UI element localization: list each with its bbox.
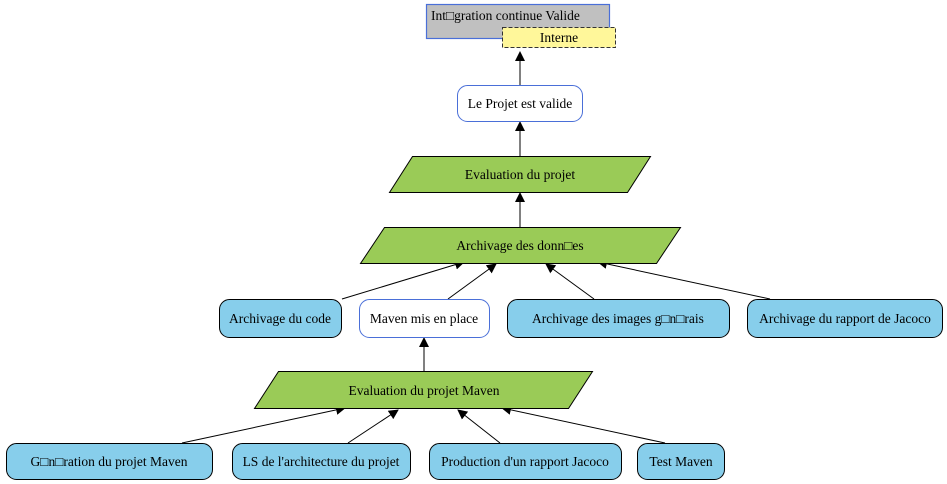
edge-ls-to-evaluation-maven: [347, 409, 399, 444]
node-production-jacoco: Production d'un rapport Jacoco: [429, 443, 622, 480]
node-test-maven: Test Maven: [637, 443, 725, 480]
node-evaluation-projet-label: Evaluation du projet: [465, 167, 575, 182]
node-projet-valide: Le Projet est valide: [457, 85, 583, 122]
node-test-maven-shape: [637, 443, 725, 480]
node-test-maven-label: Test Maven: [649, 454, 712, 469]
node-evaluation-maven-shape: [253, 371, 594, 409]
node-evaluation-projet-shape: [388, 156, 652, 193]
node-ls-architecture-label: LS de l'architecture du projet: [243, 454, 400, 469]
title-box-label: Int□gration continue Valide: [431, 8, 580, 23]
node-production-jacoco-shape: [429, 443, 622, 480]
node-generation-maven: G□n□ration du projet Maven: [6, 443, 213, 480]
node-archivage-donnees: Archivage des donn□es: [359, 227, 682, 264]
edge-production-to-evaluation-maven: [457, 409, 501, 444]
node-evaluation-projet: Evaluation du projet: [388, 156, 652, 193]
edge-images-to-archivage-donnees: [545, 263, 595, 300]
node-maven-en-place-label: Maven mis en place: [370, 311, 478, 326]
tag-box-label: Interne: [540, 30, 578, 45]
node-evaluation-maven-label: Evaluation du projet Maven: [348, 383, 499, 398]
node-archivage-images: Archivage des images g□n□rais: [507, 299, 730, 338]
node-archivage-code-shape: [219, 299, 342, 338]
node-projet-valide-label: Le Projet est valide: [468, 96, 573, 111]
node-archivage-images-shape: [507, 299, 730, 338]
node-projet-valide-shape: [457, 85, 583, 122]
node-archivage-images-label: Archivage des images g□n□rais: [532, 311, 704, 326]
node-archivage-code-label: Archivage du code: [229, 311, 331, 326]
node-generation-maven-shape: [6, 443, 213, 480]
node-archivage-jacoco-shape: [747, 299, 943, 338]
node-ls-architecture-shape: [232, 443, 411, 480]
edge-maven-to-archivage-donnees: [447, 263, 497, 300]
edge-archivage-code-to-archivage-donnees: [341, 259, 465, 300]
title-box: Int□gration continue Valide Interne: [425, 3, 616, 48]
edge-jacoco-to-archivage-donnees: [597, 259, 771, 300]
node-archivage-jacoco: Archivage du rapport de Jacoco: [747, 299, 943, 338]
node-archivage-jacoco-label: Archivage du rapport de Jacoco: [759, 311, 931, 326]
node-maven-en-place: Maven mis en place: [359, 299, 490, 338]
node-archivage-donnees-shape: [359, 227, 682, 264]
edge-test-to-evaluation-maven: [501, 405, 666, 444]
node-production-jacoco-label: Production d'un rapport Jacoco: [441, 454, 609, 469]
tag-box-frame: [502, 27, 616, 48]
node-maven-en-place-shape: [359, 299, 490, 338]
node-ls-architecture: LS de l'architecture du projet: [232, 443, 411, 480]
edge-generation-to-evaluation-maven: [181, 405, 346, 444]
node-archivage-donnees-label: Archivage des donn□es: [456, 238, 583, 253]
node-archivage-code: Archivage du code: [219, 299, 342, 338]
node-generation-maven-label: G□n□ration du projet Maven: [31, 454, 188, 469]
edges: [181, 51, 771, 444]
node-evaluation-maven: Evaluation du projet Maven: [253, 371, 594, 409]
